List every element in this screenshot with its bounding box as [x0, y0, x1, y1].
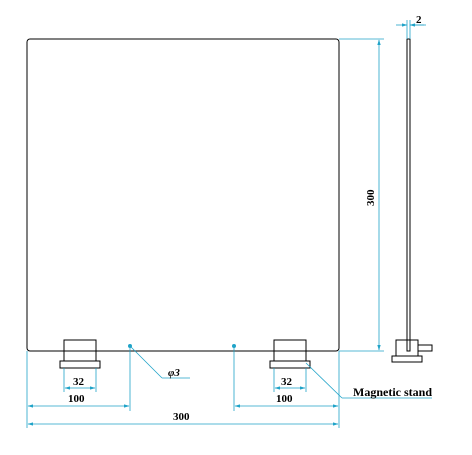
side-view [391, 38, 433, 363]
dim-right-offset [233, 348, 340, 428]
magnetic-stand-right [269, 339, 311, 369]
dim-right-offset-label: 100 [276, 393, 293, 405]
dim-thickness [396, 20, 426, 39]
dim-stand-left-label: 32 [73, 376, 85, 388]
front-plate [26, 38, 340, 352]
magnetic-stand-left [59, 339, 101, 369]
dim-left-offset [26, 348, 131, 428]
dim-height-label: 300 [365, 189, 377, 206]
dim-total-width-label: 300 [173, 411, 190, 423]
dim-stand-left [63, 368, 97, 392]
dim-stand-right-label: 32 [281, 376, 293, 388]
leader-magnetic-stand [305, 362, 432, 399]
hole-right [232, 344, 236, 348]
dim-stand-right [273, 368, 307, 392]
hole-diameter-label: φ3 [168, 367, 180, 379]
dim-thickness-label: 2 [416, 14, 422, 26]
dim-height [339, 38, 384, 352]
dim-left-offset-label: 100 [68, 393, 85, 405]
leader-hole [130, 346, 190, 379]
magnetic-stand-label: Magnetic stand [353, 385, 432, 399]
